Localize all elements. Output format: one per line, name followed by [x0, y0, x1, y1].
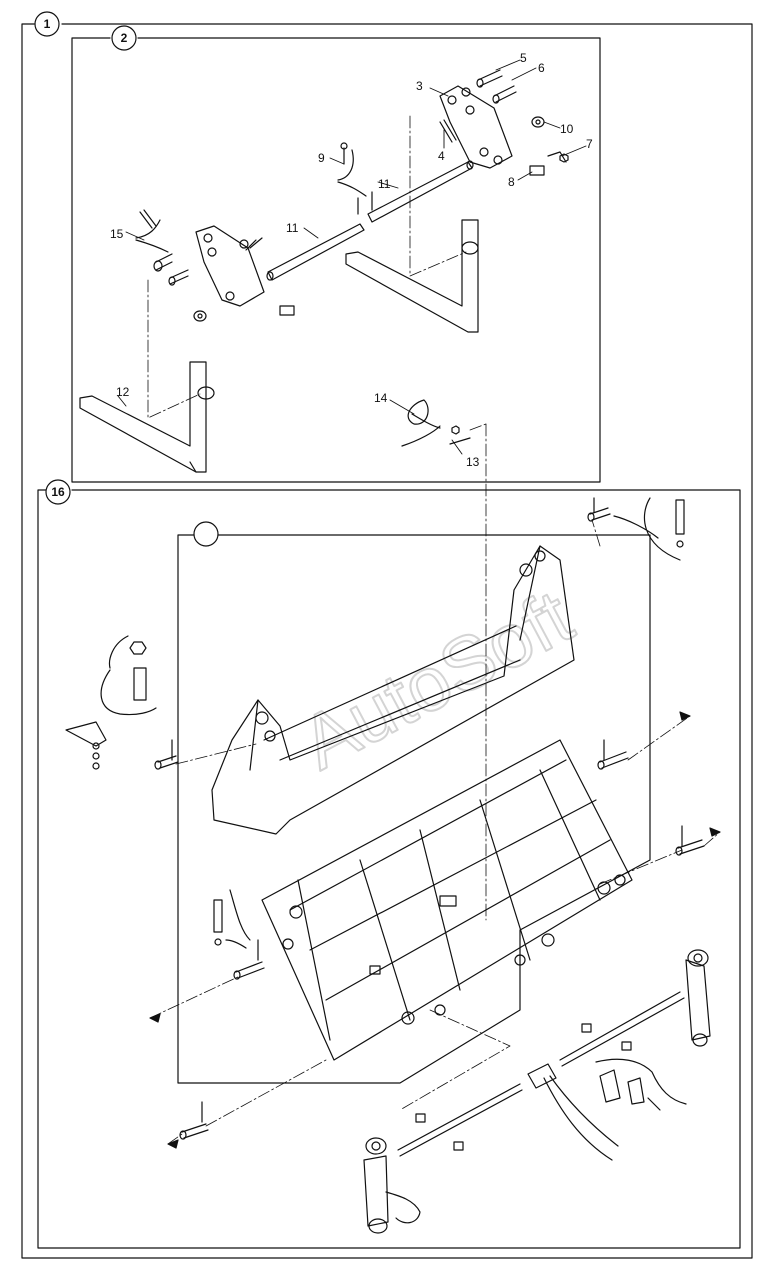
callout-15: 15 [110, 227, 124, 241]
bolt-icon [357, 191, 471, 445]
callout-14: 14 [374, 391, 388, 405]
left-fork-carrier-icon [195, 225, 265, 307]
callout-numbers: 3 4 5 6 7 8 9 10 11 11 12 13 14 15 [110, 51, 593, 469]
group-2-frame: 2 [71, 25, 601, 483]
callout-3: 3 [416, 79, 423, 93]
hydraulic-hose-icon [397, 991, 685, 1161]
quick-coupler-frame-icon [261, 739, 633, 1061]
linch-pin-icon [139, 119, 457, 425]
valve-block-icon [527, 1063, 557, 1089]
callout-9: 9 [318, 151, 325, 165]
shaft-icon [266, 160, 474, 281]
callout-leaders [117, 59, 587, 455]
watermark-text: AutoSoft [288, 574, 585, 786]
callout-4: 4 [438, 149, 445, 163]
hose-clamp-icon [415, 1023, 661, 1151]
group-1-label: 1 [44, 17, 51, 31]
coupler-pin-icon [154, 497, 705, 1140]
cutting-edge-icon [65, 721, 107, 770]
clamp-icon [279, 151, 567, 316]
callout-5: 5 [520, 51, 527, 65]
right-fork-carrier-icon [439, 85, 513, 169]
callout-11-left: 11 [286, 221, 299, 235]
pin-icon [153, 69, 517, 286]
group-16-label: 16 [51, 485, 65, 499]
coupler-assembly-lines [149, 519, 721, 1145]
group-1-frame: 1 [21, 11, 753, 1259]
detail-brackets [135, 149, 441, 447]
callout-8: 8 [508, 175, 515, 189]
right-fork-tine-icon [345, 219, 479, 333]
callout-13: 13 [466, 455, 480, 469]
washer-icon [193, 116, 545, 322]
group-2-label: 2 [121, 31, 128, 45]
callout-7: 7 [586, 137, 593, 151]
coupler-detail-brackets [100, 497, 681, 949]
direction-arrow-icon [149, 711, 721, 1149]
hydraulic-cylinder-icon [363, 949, 711, 1234]
callout-12: 12 [116, 385, 130, 399]
callout-10: 10 [560, 122, 574, 136]
assembly-lines [147, 115, 487, 921]
callout-11-right: 11 [378, 177, 391, 191]
bolt-icon [129, 499, 685, 946]
bucket-icon [211, 545, 575, 835]
callout-6: 6 [538, 61, 545, 75]
bucket-subgroup-frame [177, 521, 651, 1084]
left-fork-tine-icon [79, 361, 215, 473]
hose-detail-brackets [385, 1058, 687, 1224]
nut-icon [451, 153, 569, 435]
group-16-frame: 16 [37, 479, 741, 1249]
